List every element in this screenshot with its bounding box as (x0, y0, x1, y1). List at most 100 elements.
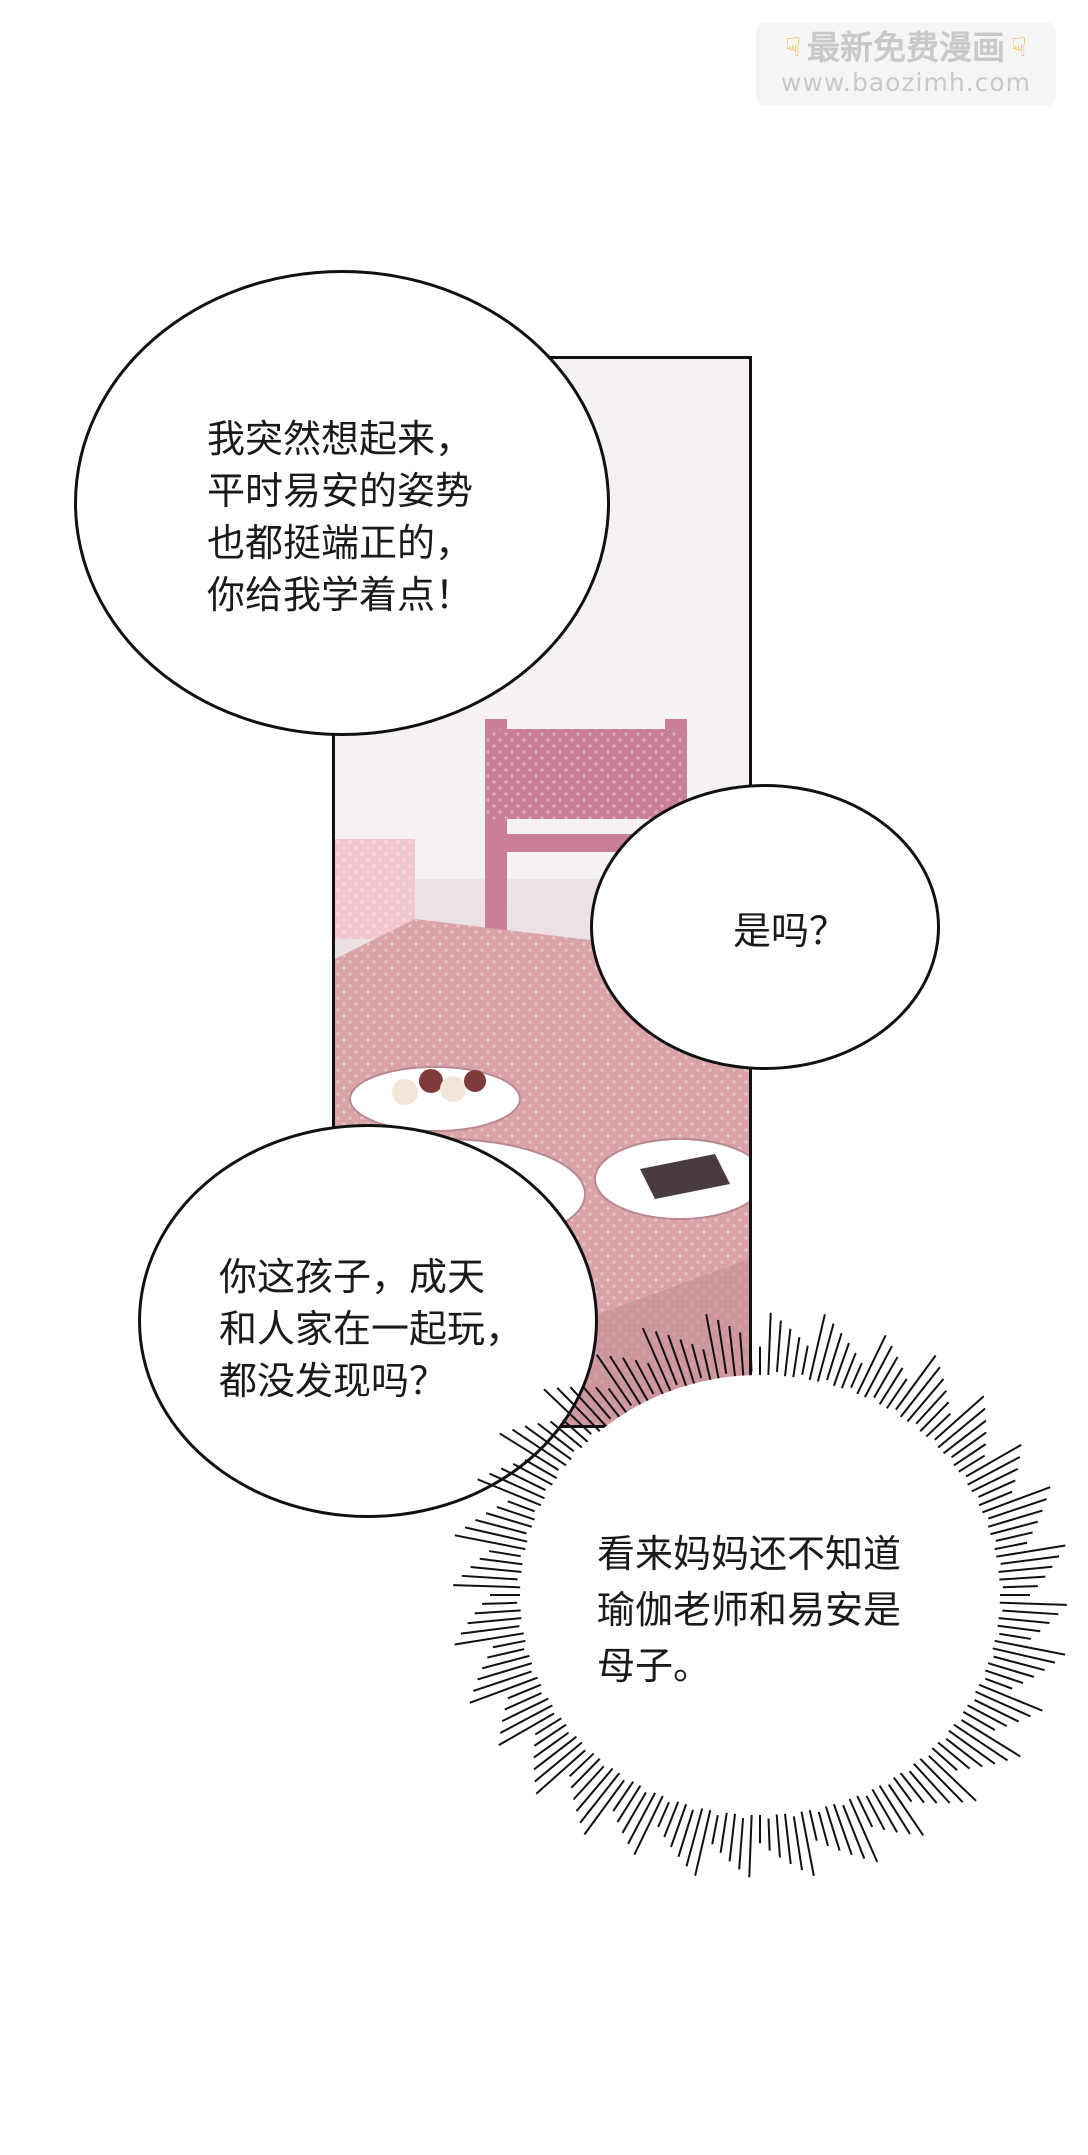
burst-line (616, 1781, 644, 1823)
burst-line (499, 1702, 557, 1734)
burst-line (492, 1638, 531, 1649)
burst-line (501, 1697, 550, 1723)
burst-line (934, 1407, 986, 1452)
burst-line (475, 1518, 527, 1535)
burst-line (524, 1425, 573, 1461)
burst-line (499, 1432, 560, 1471)
burst-line (477, 1660, 537, 1681)
burst-line (792, 1816, 804, 1871)
burst-line (970, 1467, 1019, 1493)
burst-line (481, 1654, 531, 1670)
burst-line (749, 1339, 753, 1372)
burst-line (984, 1677, 1013, 1690)
burst-line (817, 1811, 829, 1847)
burst-line (719, 1812, 728, 1853)
side-dish (594, 1138, 749, 1220)
burst-line (464, 1526, 529, 1543)
burst-line (633, 1792, 666, 1856)
burst-line (470, 1566, 527, 1574)
burst-line (931, 1746, 958, 1771)
burst-line (570, 1754, 604, 1789)
burst-line (988, 1498, 1047, 1520)
burst-line (473, 1670, 532, 1692)
burst-line (595, 1386, 623, 1421)
pointing-hand-icon: ☟ (1011, 33, 1027, 63)
burst-line (831, 1800, 853, 1856)
burst-line (945, 1737, 983, 1768)
burst-line (622, 1357, 649, 1402)
burst-line (711, 1814, 719, 1845)
speech-text: 我突然想起来， 平时易安的姿势 也都挺端正的， 你给我学着点！ (207, 417, 474, 617)
burst-line (887, 1784, 925, 1836)
burst-line (679, 1339, 696, 1384)
burst-line (897, 1366, 941, 1421)
burst-line (738, 1817, 745, 1870)
burst-line (583, 1779, 625, 1836)
burst-line (543, 1388, 592, 1435)
burst-line (974, 1699, 1020, 1723)
burst-line (962, 1710, 996, 1731)
speech-text: 是吗？ (733, 909, 848, 953)
burst-line (767, 1818, 771, 1851)
burst-line (461, 1574, 518, 1581)
burst-line (474, 1609, 522, 1615)
burst-line (654, 1330, 678, 1386)
burst-text: 看来妈妈还不知道 瑜伽老师和易安是 母子。 (597, 1532, 902, 1688)
burst-line (489, 1550, 521, 1558)
burst-line (489, 1472, 546, 1500)
burst-line (892, 1776, 913, 1803)
burst-line (663, 1801, 680, 1838)
burst-line (996, 1624, 1041, 1633)
burst-line (607, 1387, 628, 1414)
burst-line (677, 1809, 694, 1858)
burst-line (667, 1334, 689, 1390)
burst-line (533, 1735, 578, 1771)
burst-line (916, 1401, 950, 1436)
burst-line (641, 1327, 672, 1392)
burst-line (960, 1719, 1021, 1758)
burst-line (897, 1769, 925, 1804)
tissue-box (335, 839, 415, 939)
burst-line (646, 1362, 666, 1398)
watermark-title: 最新免费漫画 (807, 28, 1005, 67)
burst-line (993, 1616, 1050, 1624)
burst-line (500, 1467, 546, 1491)
burst-line (981, 1486, 1051, 1514)
burst-line (775, 1320, 782, 1373)
burst-line (848, 1798, 879, 1863)
burst-line (807, 1314, 826, 1384)
burst-line (895, 1354, 937, 1411)
burst-line (984, 1669, 1024, 1685)
burst-line (1002, 1585, 1038, 1589)
burst-line (993, 1565, 1053, 1574)
burst-line (569, 1386, 608, 1428)
burst-line (705, 1313, 720, 1379)
speech-bubble: 你这孩子，成天 和人家在一起玩， 都没发现吗？ (138, 1124, 598, 1518)
burst-line (991, 1647, 1056, 1664)
burst-line (977, 1479, 1016, 1498)
burst-line (854, 1792, 874, 1828)
burst-line (993, 1655, 1045, 1672)
burst-line (1000, 1555, 1060, 1565)
burst-line (989, 1638, 1066, 1656)
burst-line (524, 1459, 558, 1480)
burst-line (694, 1806, 713, 1876)
burst-line (568, 1752, 595, 1778)
watermark-url: www.baozimh.com (780, 68, 1032, 97)
burst-line (840, 1352, 857, 1389)
burst-line (947, 1729, 996, 1765)
burst-line (496, 1505, 536, 1521)
burst-line (908, 1770, 938, 1804)
burst-line (535, 1749, 586, 1795)
burst-line (963, 1702, 1008, 1727)
burst-line (876, 1781, 911, 1835)
burst-line (507, 1682, 546, 1700)
burst-line (915, 1389, 948, 1425)
burst-line (989, 1520, 1039, 1536)
burst-line (928, 1755, 977, 1802)
burst-line (479, 1557, 524, 1566)
burst-line (854, 1334, 887, 1398)
burst-line (873, 1356, 899, 1399)
burst-line (477, 1478, 546, 1508)
